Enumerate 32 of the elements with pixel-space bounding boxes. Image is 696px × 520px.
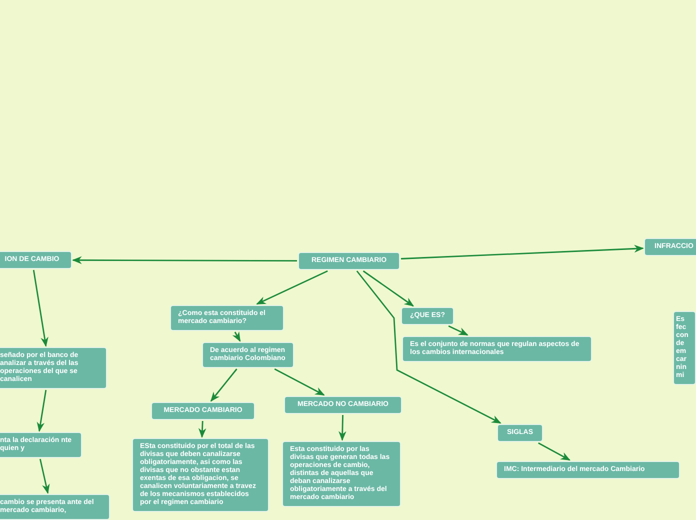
topic-box xyxy=(282,441,401,508)
topic-box xyxy=(151,402,255,420)
arrow xyxy=(274,368,325,396)
topic-box xyxy=(170,305,284,332)
topic-box xyxy=(644,238,696,256)
arrow xyxy=(538,442,570,461)
arrow xyxy=(36,390,47,432)
topic-box xyxy=(402,336,592,362)
topic-box xyxy=(0,347,107,390)
arrow xyxy=(198,420,206,438)
topic-box xyxy=(284,396,402,414)
topic-box xyxy=(0,432,82,458)
topic-box xyxy=(401,307,454,326)
arrow xyxy=(72,256,297,264)
topic-box xyxy=(202,342,294,368)
arrow xyxy=(39,458,50,494)
topic-box xyxy=(0,494,110,520)
arrow xyxy=(256,270,328,305)
topic-box xyxy=(497,424,543,442)
topic-box xyxy=(132,438,269,512)
arrow xyxy=(338,414,346,441)
topic-box xyxy=(298,252,400,270)
topic-box xyxy=(0,251,72,270)
arrow xyxy=(32,270,48,347)
arrow xyxy=(362,270,414,307)
arrow xyxy=(232,331,241,342)
topic-box xyxy=(673,311,696,386)
arrow xyxy=(448,325,468,336)
arrow xyxy=(356,270,502,424)
arrow xyxy=(400,244,644,260)
topic-box xyxy=(496,461,680,480)
arrow xyxy=(210,368,238,402)
